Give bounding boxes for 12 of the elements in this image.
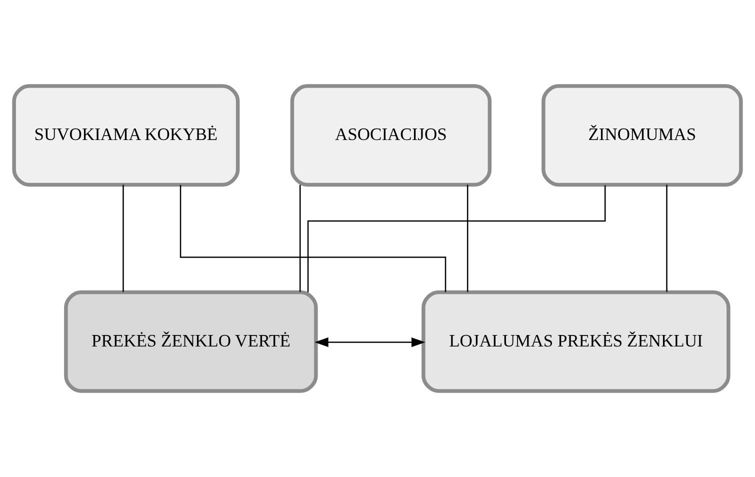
connector bbox=[466, 184, 468, 292]
node-box: ŽINOMUMAS bbox=[542, 84, 743, 187]
connector bbox=[122, 184, 124, 292]
node-box: SUVOKIAMA KOKYBĖ bbox=[12, 84, 240, 187]
connector bbox=[299, 184, 301, 292]
connector bbox=[180, 184, 446, 292]
node-box: PREKĖS ŽENKLO VERTĖ bbox=[64, 290, 318, 393]
connector bbox=[307, 185, 606, 292]
arrow bbox=[314, 337, 426, 348]
connector bbox=[666, 184, 668, 292]
node-box: ASOCIACIJOS bbox=[290, 84, 492, 187]
node-box: LOJALUMAS PREKĖS ŽENKLUI bbox=[422, 290, 730, 393]
